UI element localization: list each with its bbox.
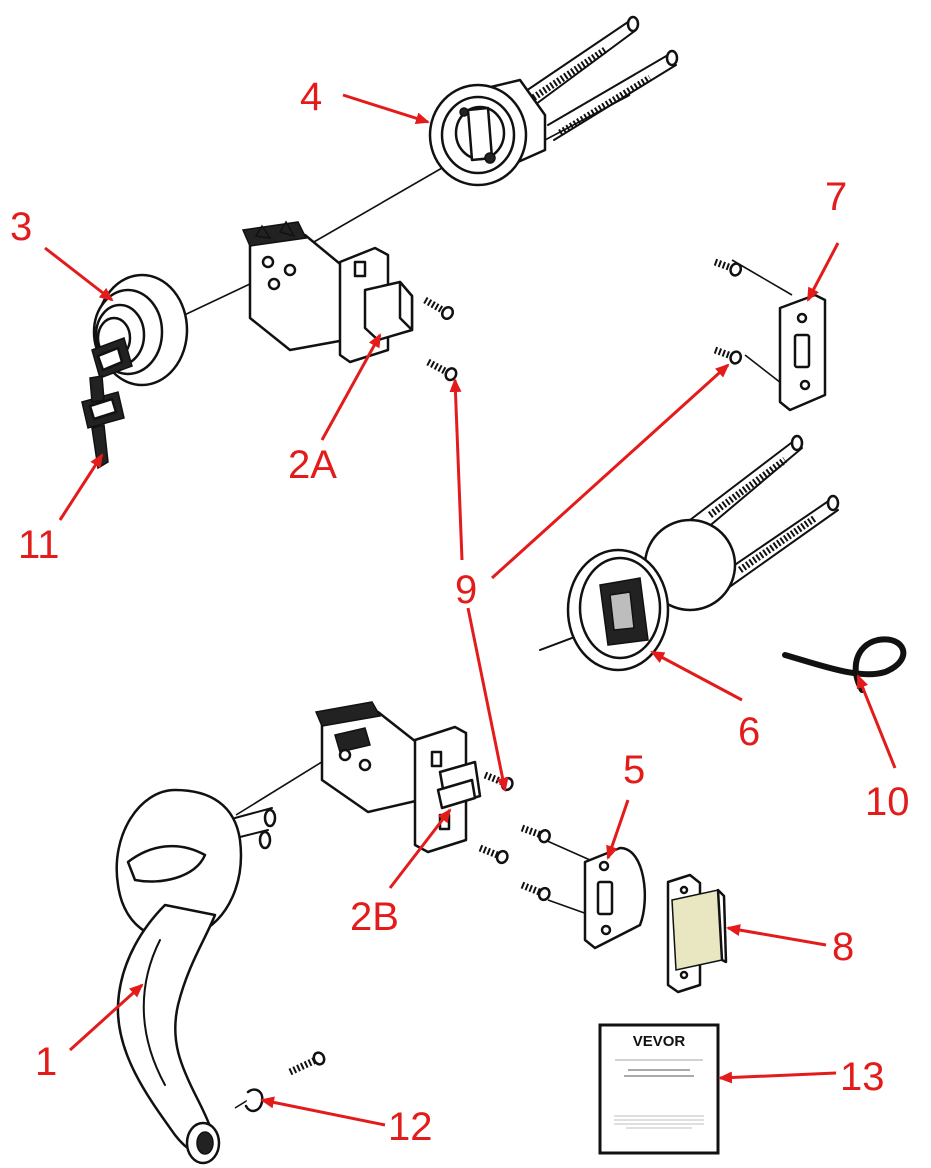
arrow-12 <box>260 1096 386 1127</box>
deadbolt-strike-plate <box>713 258 827 412</box>
arrow-1 <box>68 983 144 1052</box>
callout-13: 13 <box>840 1055 885 1099</box>
cable-tie <box>782 636 907 693</box>
deadbolt-interior-rosette <box>428 15 679 187</box>
keys <box>81 337 133 470</box>
deadbolt-latch-2a <box>241 220 414 364</box>
callout-1: 1 <box>35 1040 57 1084</box>
callout-labels: 4 3 7 2A 11 9 6 5 10 2B 8 1 13 12 <box>10 75 910 1149</box>
callout-6: 6 <box>738 710 760 754</box>
callout-4: 4 <box>300 75 322 119</box>
arrow-10 <box>856 674 897 769</box>
assembly-guide-lines <box>177 94 793 1109</box>
arrow-6 <box>650 650 743 702</box>
callout-arrows <box>44 93 897 1127</box>
passage-screws <box>478 771 551 902</box>
instruction-manual: VEVOR <box>598 1023 720 1155</box>
passage-latch-2b <box>314 701 482 854</box>
strike-dust-box <box>666 873 728 994</box>
interior-knob-rosette <box>539 434 840 672</box>
callout-11: 11 <box>18 523 60 567</box>
entry-lever-handle <box>115 788 277 1165</box>
passage-strike-plate <box>583 846 646 950</box>
callout-10: 10 <box>865 780 910 824</box>
arrow-2b <box>388 808 452 889</box>
callout-2b: 2B <box>350 895 399 939</box>
arrow-7 <box>806 242 840 302</box>
arrow-5 <box>606 799 630 860</box>
callout-2a: 2A <box>288 443 337 487</box>
arrow-8 <box>726 924 827 947</box>
arrow-13 <box>718 1071 837 1084</box>
callout-8: 8 <box>832 925 854 969</box>
callout-9: 9 <box>455 568 477 612</box>
set-screw-and-clip <box>244 1051 326 1113</box>
callout-3: 3 <box>10 205 32 249</box>
arrow-11 <box>58 453 104 521</box>
arrow-2a <box>320 333 382 441</box>
arrow-9-bottom <box>466 607 509 792</box>
arrow-4 <box>342 93 430 125</box>
arrow-9-right <box>490 363 730 580</box>
screws-set-9 <box>423 296 458 382</box>
callout-12: 12 <box>388 1105 433 1149</box>
arrow-3 <box>44 246 114 302</box>
arrow-9-top <box>449 378 464 561</box>
callout-5: 5 <box>623 748 645 792</box>
manual-brand-text: VEVOR <box>633 1033 686 1050</box>
callout-7: 7 <box>825 175 847 219</box>
